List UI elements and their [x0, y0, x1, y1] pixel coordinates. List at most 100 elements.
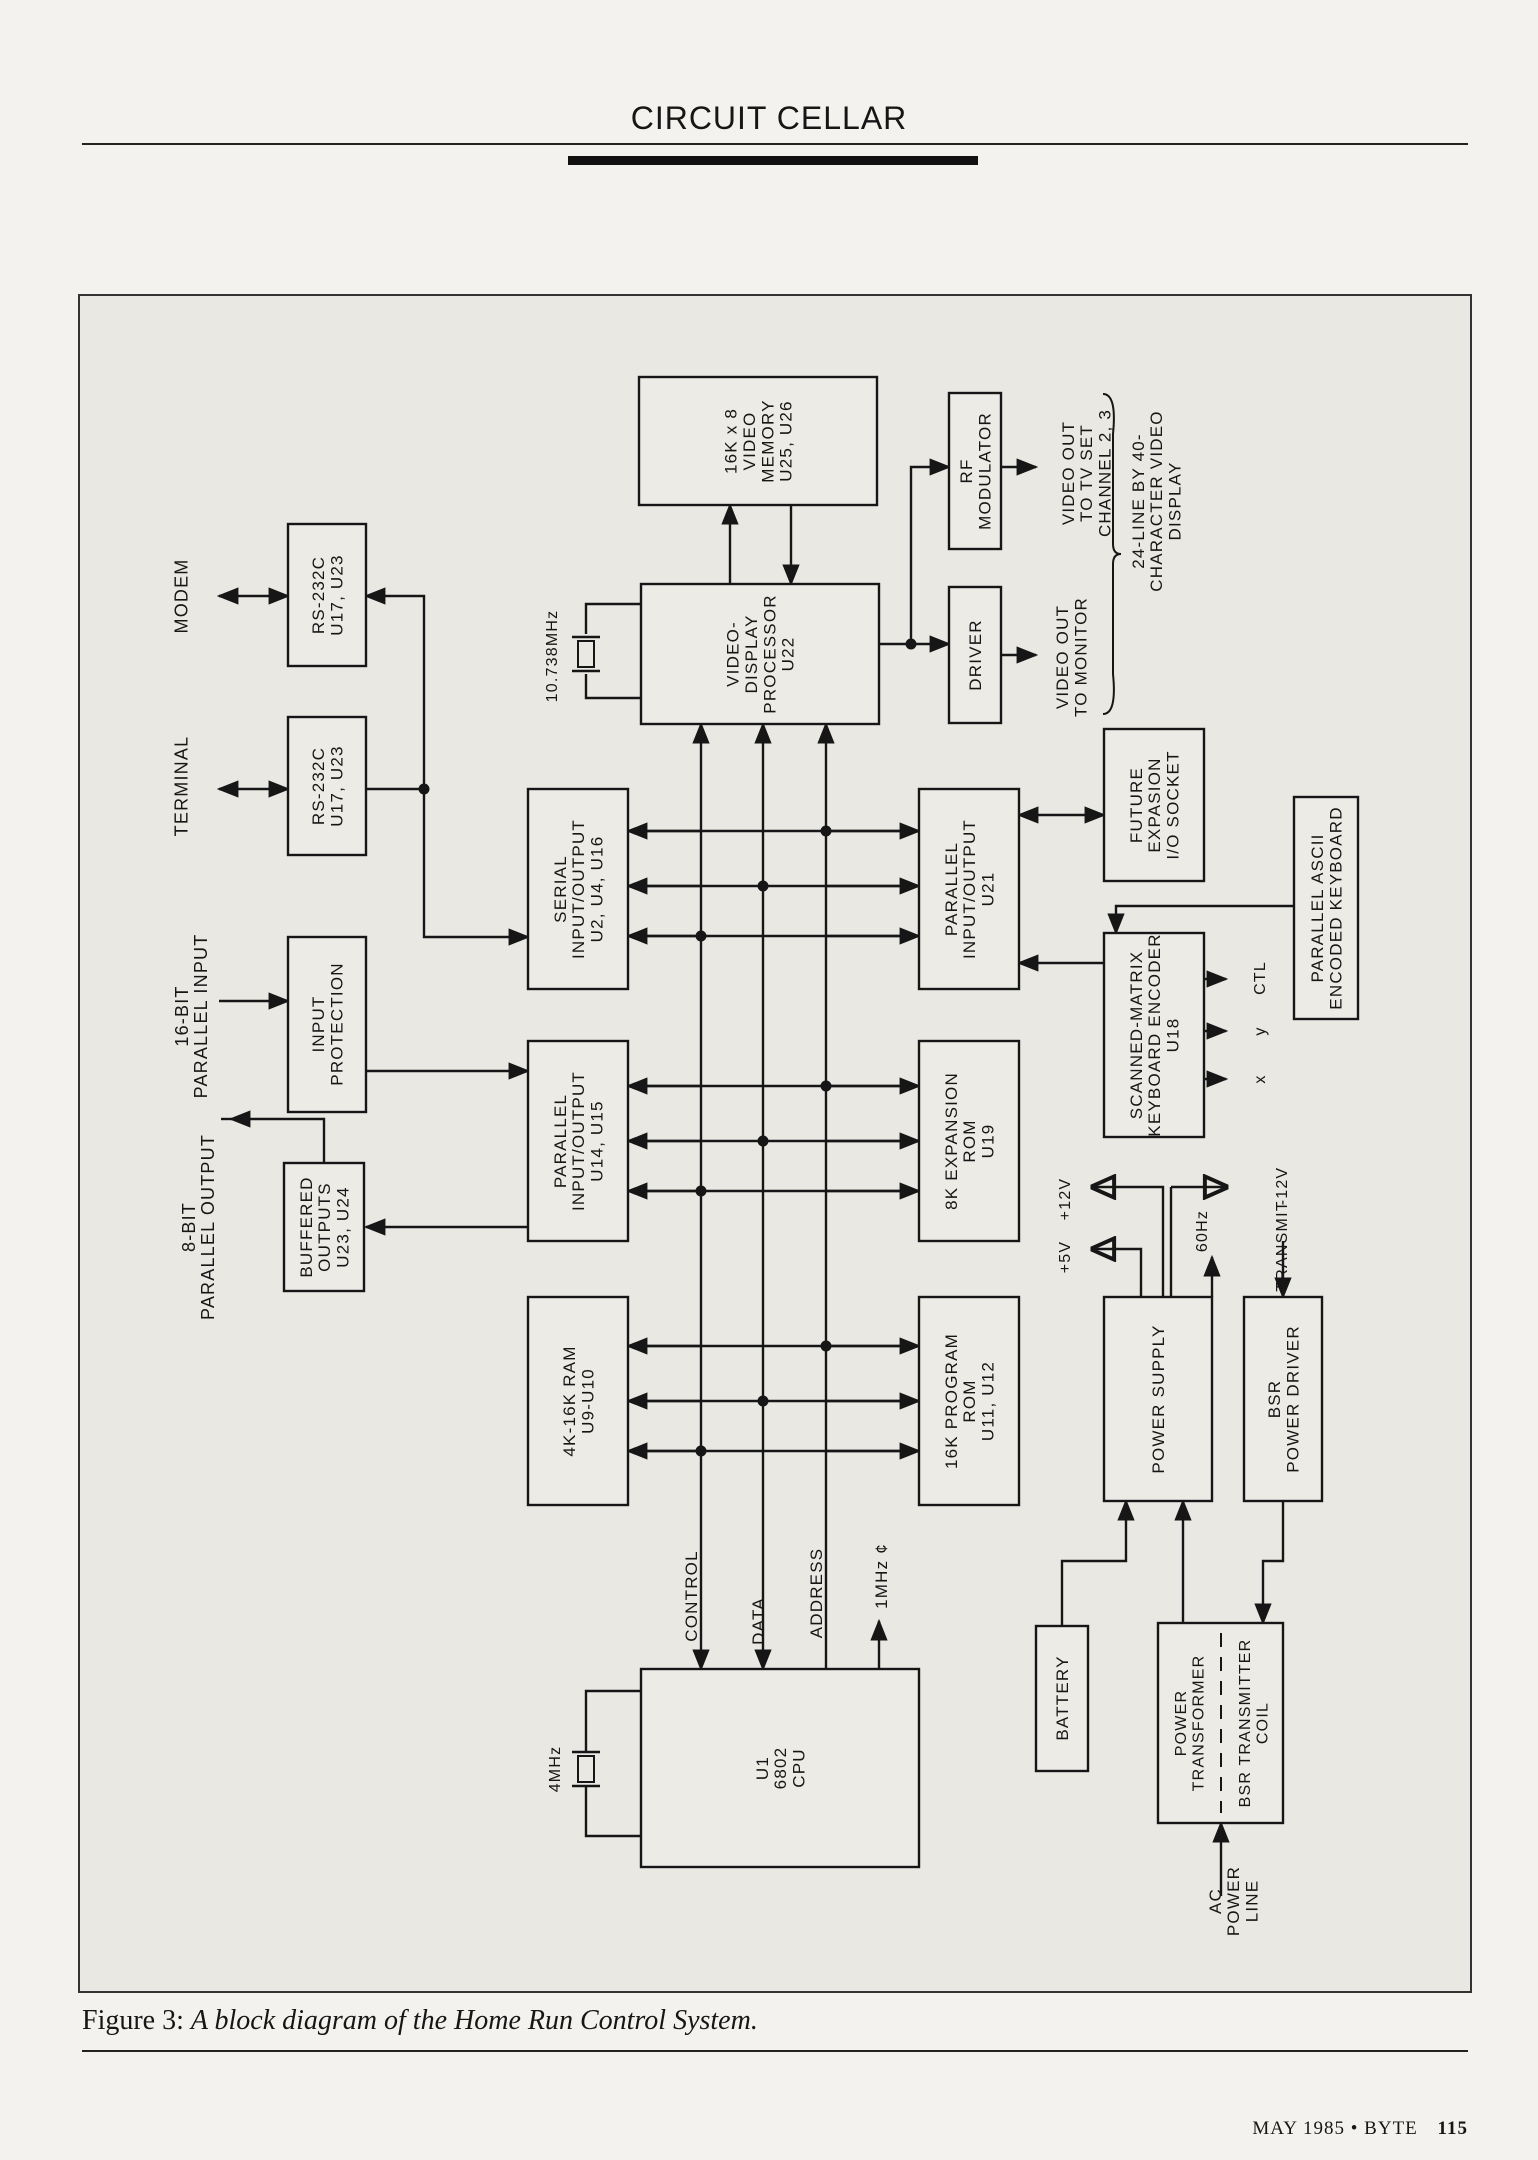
- block-label-bsr-coil-line: BSR TRANSMITTER: [1237, 1639, 1254, 1808]
- svg-text:INPUTPROTECTION: INPUTPROTECTION: [309, 962, 346, 1085]
- svg-text:TERMINAL: TERMINAL: [171, 736, 191, 837]
- label-control: CONTROL: [682, 1550, 701, 1642]
- block-label-vdp: VIDEO-DISPLAYPROCESSORU22: [724, 594, 798, 713]
- block-psu: [1102, 1295, 1214, 1503]
- label-terminal: TERMINAL: [171, 736, 191, 837]
- block-label-ram-line: U9-U10: [578, 1368, 597, 1434]
- block-label-driver-line: DRIVER: [966, 619, 985, 690]
- block-label-future-line: I/O SOCKET: [1163, 750, 1182, 859]
- parallel-output-line: [228, 1110, 326, 1163]
- junction-dot: [695, 1445, 707, 1457]
- svg-text:PARALLELINPUT/OUTPUTU14, U15: PARALLELINPUT/OUTPUTU14, U15: [551, 1071, 607, 1211]
- svg-text:SCANNED-MATRIXKEYBOARD ENCODER: SCANNED-MATRIXKEYBOARD ENCODERU18: [1127, 933, 1183, 1136]
- block-label-future-line: EXPASION: [1145, 757, 1164, 852]
- block-label-battery: BATTERY: [1053, 1655, 1072, 1740]
- block-vmem: [637, 375, 879, 507]
- block-label-buffered: BUFFEREDOUTPUTSU23, U24: [297, 1176, 353, 1277]
- block-label-ascii-kbd-line: ENCODED KEYBOARD: [1326, 806, 1345, 1009]
- block-label-rs232-term-line: RS-232C: [309, 747, 328, 825]
- battery-to-psu: [1060, 1498, 1135, 1626]
- label-ky: y: [1252, 1026, 1269, 1035]
- block-label-rs232-modem-line: RS-232C: [309, 556, 328, 634]
- block-input-prot: [286, 935, 368, 1114]
- block-label-vmem-line: MEMORY: [758, 399, 777, 482]
- block-label-future-line: FUTURE: [1127, 767, 1146, 843]
- svg-text:BUFFEREDOUTPUTSU23, U24: BUFFEREDOUTPUTSU23, U24: [297, 1176, 353, 1277]
- svg-text:PARALLEL ASCIIENCODED KEYBOARD: PARALLEL ASCIIENCODED KEYBOARD: [1308, 806, 1345, 1009]
- block-label-psu: POWER SUPPLY: [1149, 1324, 1168, 1473]
- label-xtal-cpu: 4MHz: [547, 1746, 564, 1793]
- svg-text:16K PROGRAMROMU11, U12: 16K PROGRAMROMU11, U12: [942, 1333, 998, 1469]
- label-vout-mon-line: VIDEO OUT: [1053, 605, 1072, 709]
- page-number: 115: [1437, 2118, 1468, 2139]
- block-pio1: [526, 1039, 630, 1243]
- svg-text:RS-232CU17, U23: RS-232CU17, U23: [309, 745, 346, 826]
- svg-text:16-BITPARALLEL INPUT: 16-BITPARALLEL INPUT: [172, 934, 211, 1099]
- svg-text:VIDEO OUTTO MONITOR: VIDEO OUTTO MONITOR: [1053, 597, 1090, 717]
- block-label-rfmod-line: RF: [957, 458, 976, 483]
- junction-dot: [820, 1080, 832, 1092]
- svg-text:16K x 8VIDEOMEMORYU25, U26: 16K x 8VIDEOMEMORYU25, U26: [722, 399, 796, 482]
- label-par-in-line: PARALLEL INPUT: [191, 934, 211, 1099]
- xtal-vdp-wire-a: [584, 602, 641, 634]
- block-cpu: [639, 1667, 921, 1869]
- block-label-pio1-line: INPUT/OUTPUT: [569, 1071, 588, 1211]
- block-vdp: [639, 582, 881, 726]
- svg-text:DRIVER: DRIVER: [966, 619, 985, 690]
- svg-text:24-LINE BY 40-CHARACTER VIDEOD: 24-LINE BY 40-CHARACTER VIDEODISPLAY: [1129, 410, 1185, 591]
- block-label-kbd-enc-line: U18: [1163, 1018, 1182, 1053]
- block-rfmod: [947, 391, 1003, 551]
- block-label-kbd-enc-line: SCANNED-MATRIX: [1127, 951, 1146, 1120]
- label-ac: ACPOWERLINE: [1206, 1866, 1262, 1936]
- block-exp-rom: [917, 1039, 1021, 1243]
- label-m12v: -12V: [1274, 1167, 1291, 1206]
- label-xtal-vdp: 10.738MHz: [544, 610, 561, 703]
- block-ascii-kbd: [1292, 795, 1360, 1021]
- crystal-icon: [577, 1755, 595, 1783]
- svg-text:BSR TRANSMITTERCOIL: BSR TRANSMITTERCOIL: [1237, 1639, 1271, 1808]
- junction-dot: [905, 638, 917, 650]
- block-rs232-modem: [286, 522, 368, 668]
- label-par-out-line: 8-BIT: [179, 1202, 199, 1252]
- svg-text:60Hz: 60Hz: [1194, 1210, 1211, 1252]
- label-address-line: ADDRESS: [807, 1548, 826, 1639]
- block-label-driver: DRIVER: [966, 619, 985, 690]
- xtal-cpu-wire-b: [584, 1787, 641, 1838]
- label-display-line: CHARACTER VIDEO: [1147, 410, 1166, 591]
- svg-text:ACPOWERLINE: ACPOWERLINE: [1206, 1866, 1262, 1936]
- svg-text:CONTROL: CONTROL: [682, 1550, 701, 1642]
- block-label-buffered-line: OUTPUTS: [315, 1182, 334, 1272]
- block-label-vdp-line: U22: [779, 637, 798, 672]
- label-par-in: 16-BITPARALLEL INPUT: [172, 934, 211, 1099]
- figure-frame: BUFFEREDOUTPUTSU23, U24 INPUTPROTECTION RS…: [78, 294, 1472, 1993]
- block-future: [1102, 727, 1206, 883]
- svg-text:4K-16K RAMU9-U10: 4K-16K RAMU9-U10: [560, 1345, 597, 1456]
- label-p5v-line: +5V: [1057, 1241, 1074, 1274]
- label-clock-line: 1MHz ¢: [872, 1543, 891, 1609]
- label-vout-tv: VIDEO OUTTO TV SETCHANNEL 2, 3: [1059, 409, 1115, 537]
- block-label-prog-rom-line: 16K PROGRAM: [942, 1333, 961, 1469]
- label-vout-mon: VIDEO OUTTO MONITOR: [1053, 597, 1090, 717]
- block-label-bsr-drv-line: BSR: [1265, 1380, 1284, 1419]
- figure-caption: Figure 3: A block diagram of the Home Ru…: [82, 2005, 758, 2037]
- label-address: ADDRESS: [807, 1548, 826, 1639]
- svg-text:VIDEO-DISPLAYPROCESSORU22: VIDEO-DISPLAYPROCESSORU22: [724, 594, 798, 713]
- label-vout-mon-line: TO MONITOR: [1071, 597, 1090, 717]
- block-label-rs232-modem: RS-232CU17, U23: [309, 554, 346, 635]
- junction-dot: [820, 1340, 832, 1352]
- label-control-line: CONTROL: [682, 1550, 701, 1642]
- svg-text:-12V: -12V: [1274, 1167, 1291, 1206]
- block-pio2: [917, 787, 1021, 991]
- label-modem: MODEM: [171, 559, 191, 634]
- xtal-cpu-wire-a: [584, 1689, 641, 1751]
- block-label-vmem-line: VIDEO: [740, 412, 759, 471]
- svg-text:y: y: [1252, 1026, 1269, 1035]
- svg-text:SERIALINPUT/OUTPUTU2, U4, U16: SERIALINPUT/OUTPUTU2, U4, U16: [551, 819, 607, 959]
- block-label-serial-line: INPUT/OUTPUT: [569, 819, 588, 959]
- block-kbd-enc: [1102, 931, 1206, 1139]
- block-prog-rom: [917, 1295, 1021, 1507]
- svg-text:VIDEO OUTTO TV SETCHANNEL 2, 3: VIDEO OUTTO TV SETCHANNEL 2, 3: [1059, 409, 1115, 537]
- svg-text:CTL: CTL: [1252, 961, 1269, 995]
- block-label-rs232-term: RS-232CU17, U23: [309, 745, 346, 826]
- block-label-vdp-line: DISPLAY: [742, 615, 761, 694]
